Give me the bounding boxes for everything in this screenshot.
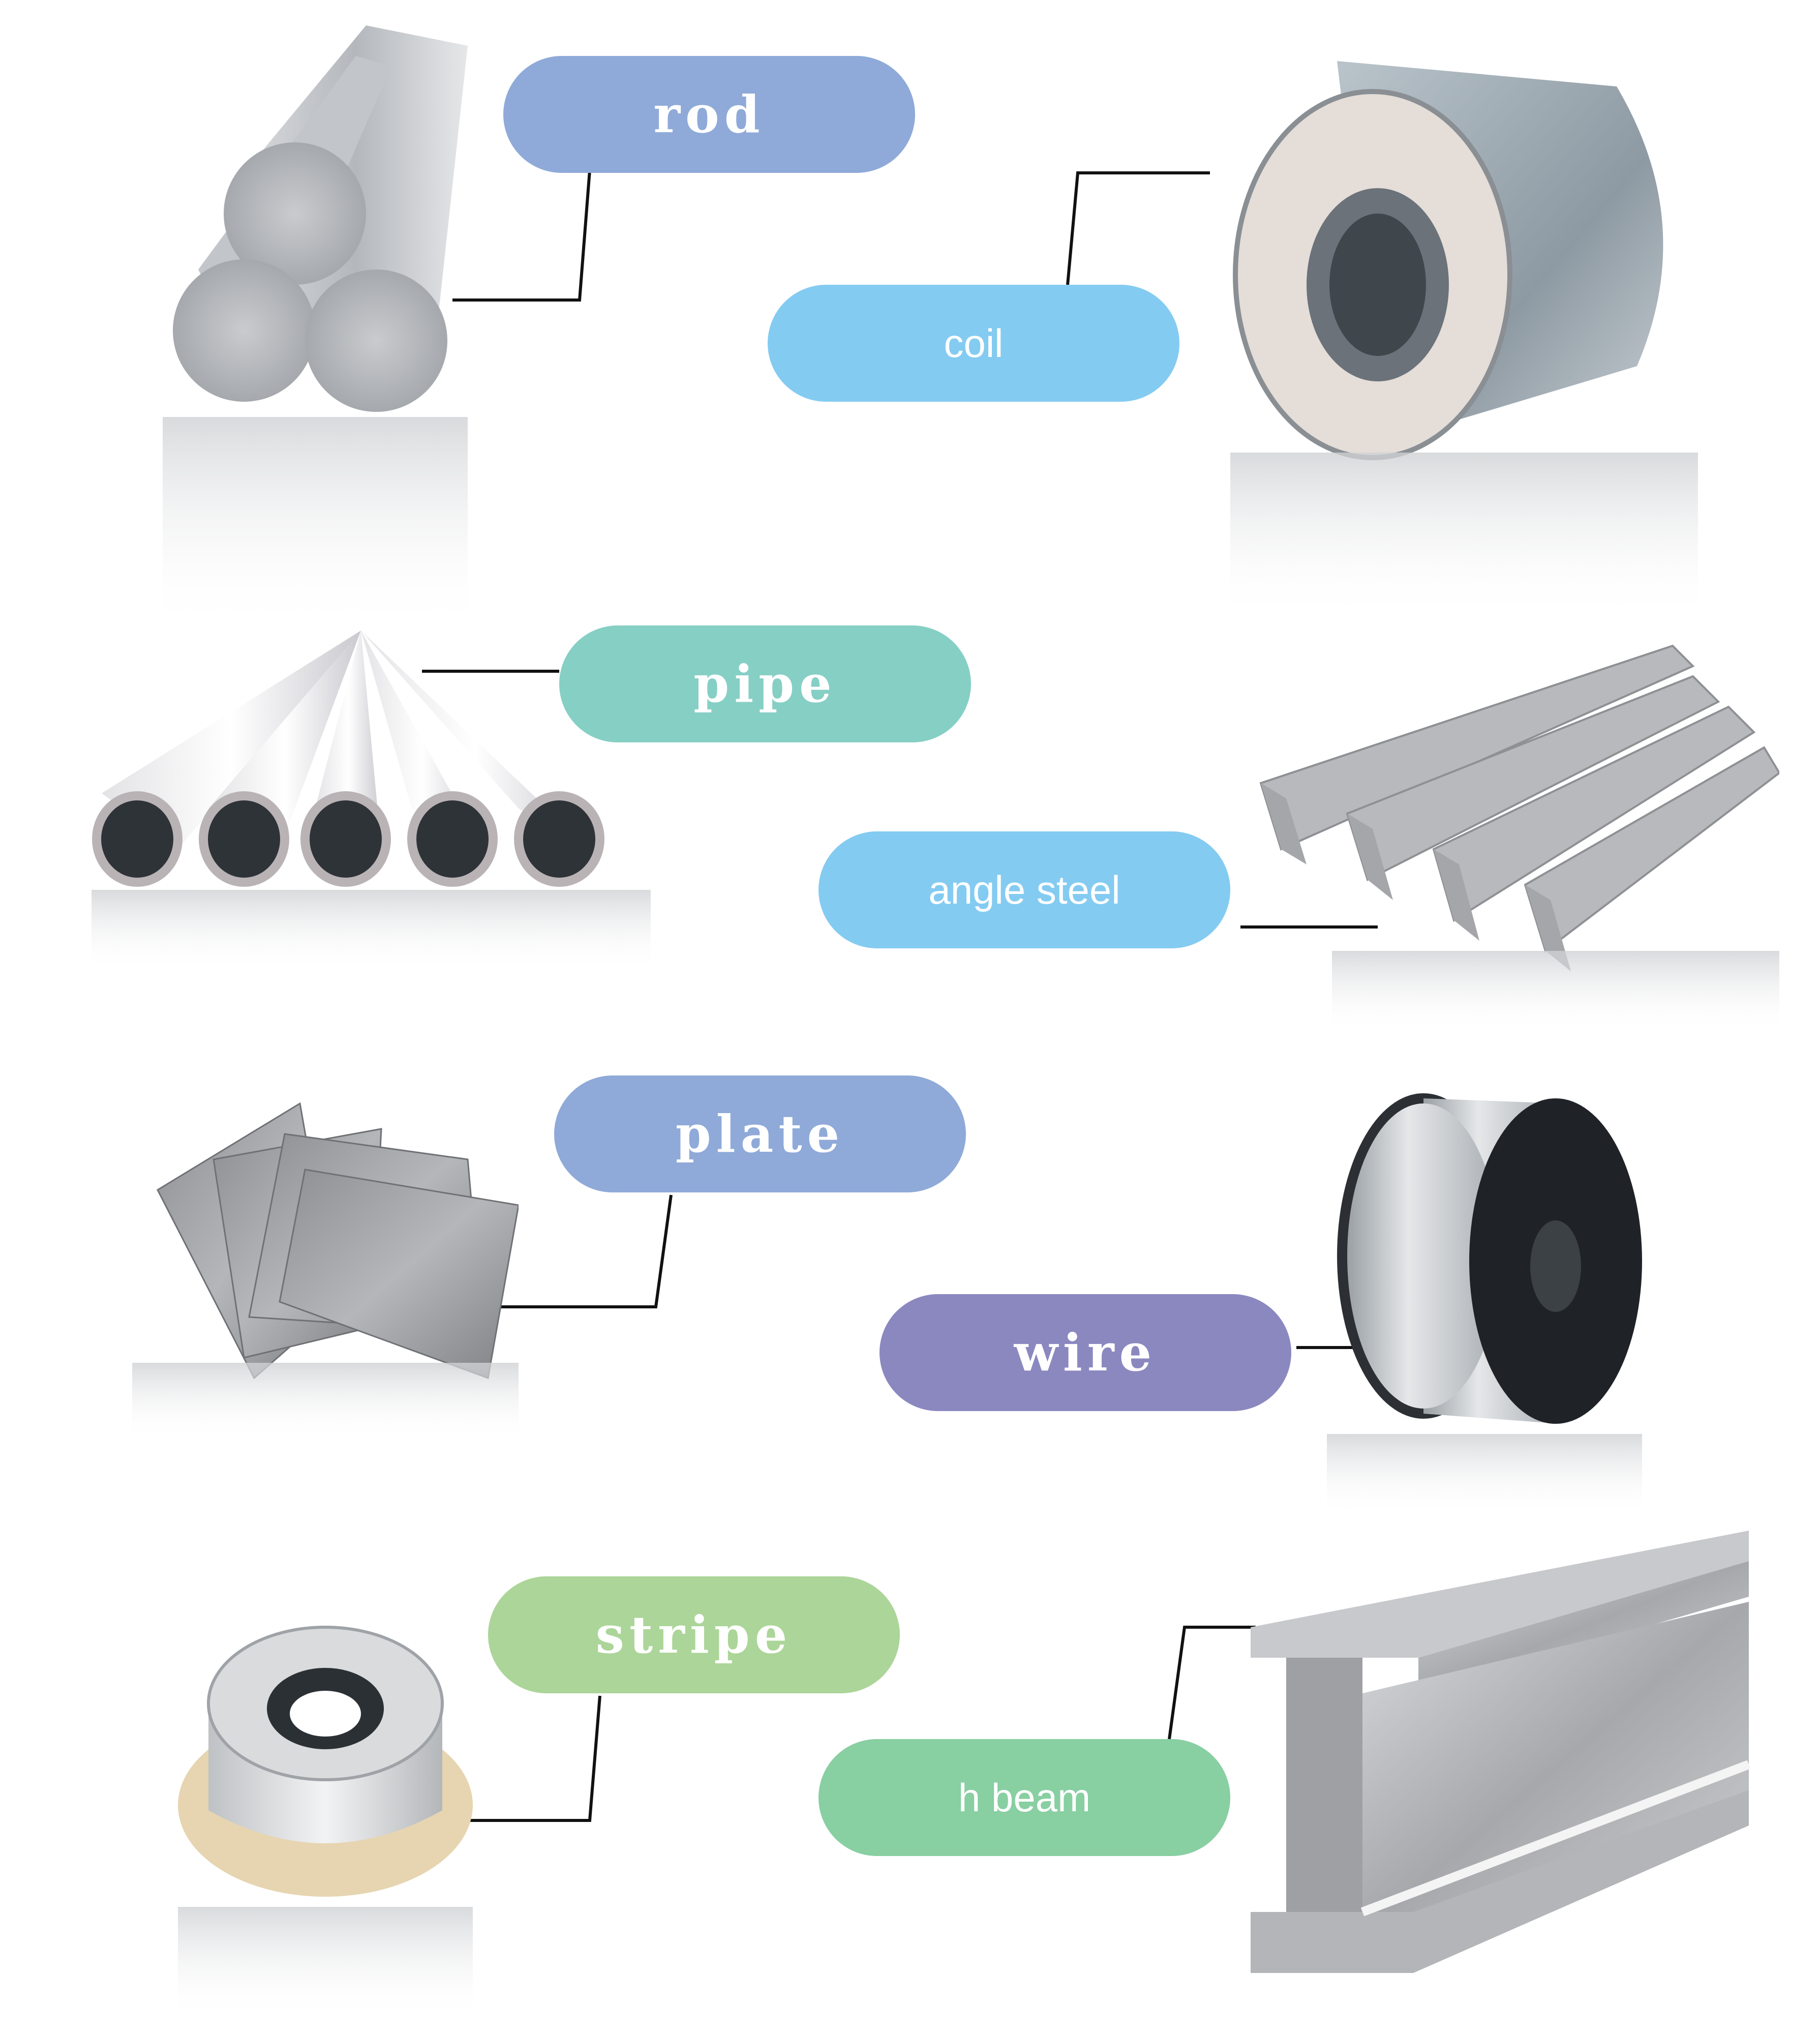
pipe-label: pipe: [559, 625, 971, 742]
stripe-image: [168, 1592, 483, 2019]
plate-image: [132, 1093, 519, 1439]
wire-image: [1327, 1068, 1642, 1515]
coil-image: [1230, 56, 1698, 620]
angle-steel-image: [1251, 636, 1779, 1032]
angle-steel-label: angle steel: [818, 831, 1230, 948]
h-beam-label: h beam: [818, 1739, 1230, 1856]
h-beam-image: [1246, 1525, 1754, 2014]
h-beam-connector: [1168, 1626, 1256, 1740]
pipe-image: [92, 625, 651, 971]
rod-label: rod: [503, 56, 915, 173]
coil-connector: [1066, 171, 1210, 285]
stripe-label: stripe: [488, 1576, 900, 1693]
rod-image: [153, 15, 478, 636]
coil-label: coil: [768, 285, 1179, 402]
wire-label: wire: [879, 1294, 1291, 1411]
plate-connector: [498, 1194, 673, 1308]
plate-label: plate: [554, 1075, 966, 1192]
